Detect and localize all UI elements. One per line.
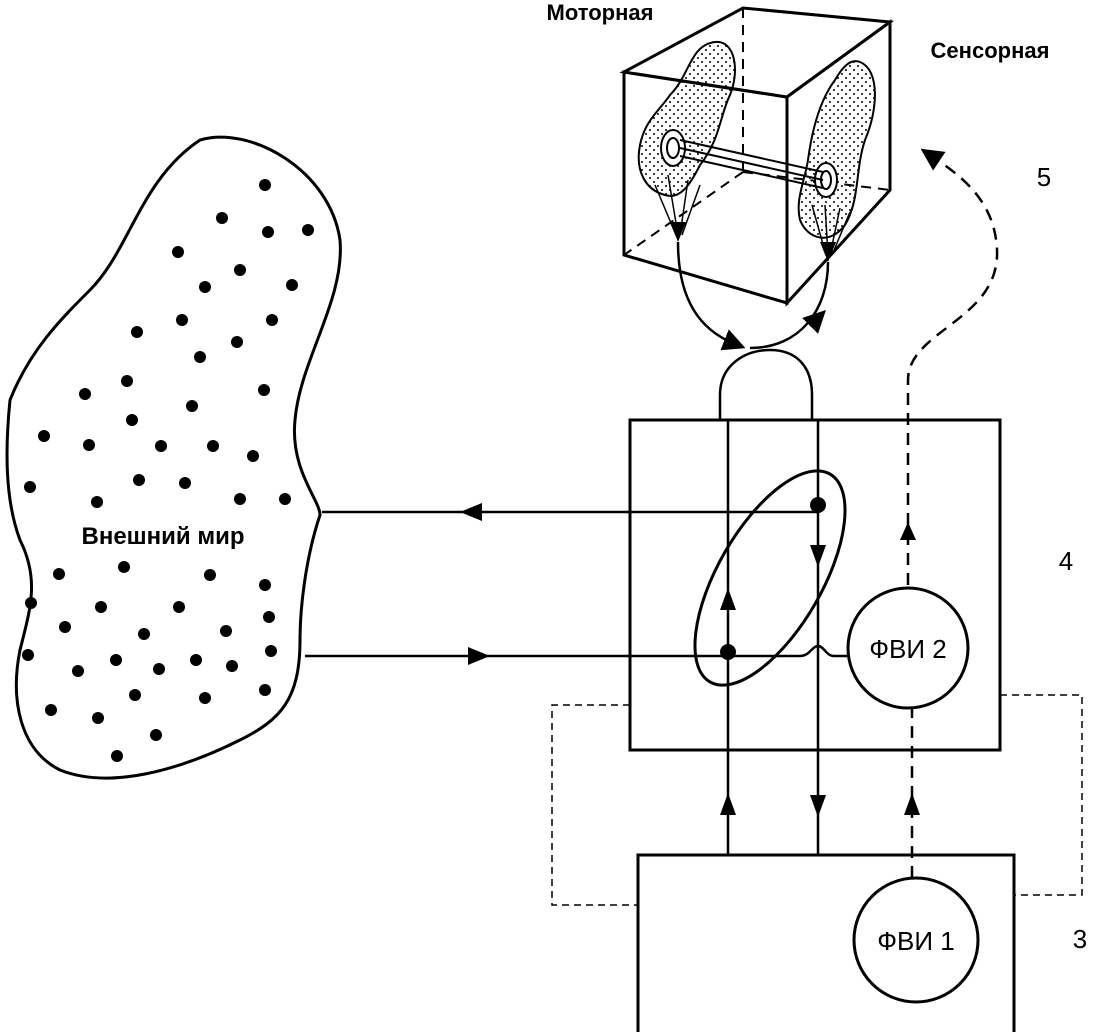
level-3-box <box>636 853 1016 1032</box>
outer-world-blob: Внешний мир <box>5 135 342 780</box>
outer-world-dot <box>226 660 238 672</box>
outer-world-dot <box>234 493 246 505</box>
fvi2-circle <box>846 586 970 710</box>
outer-world-dot <box>131 326 143 338</box>
outer-world-dot <box>199 281 211 293</box>
outer-world-dot <box>83 439 95 451</box>
outer-world-dot <box>22 649 34 661</box>
outer-world-dot <box>150 729 162 741</box>
outer-world-dot <box>155 440 167 452</box>
up-arrowhead-box4 <box>720 588 736 610</box>
input-arrowhead <box>468 647 490 665</box>
outer-world-dot <box>59 621 71 633</box>
input-from-world-line <box>305 644 850 658</box>
outer-world-dot <box>45 704 57 716</box>
outer-world-dot <box>302 224 314 236</box>
outer-world-dot <box>186 400 198 412</box>
outer-world-dot <box>259 179 271 191</box>
level-3-label: 3 <box>1073 924 1087 954</box>
interaction-ellipse <box>693 469 847 687</box>
outer-world-dot <box>176 314 188 326</box>
outer-world-dot <box>133 474 145 486</box>
outer-world-dot <box>199 692 211 704</box>
outer-world-dot <box>25 597 37 609</box>
sensory-label: Сенсорная <box>931 38 1050 63</box>
outer-world-dots <box>22 179 314 762</box>
fvi1-circle <box>852 876 980 1004</box>
fvi2-label: ФВИ 2 <box>869 634 946 664</box>
left-dashed-bracket <box>551 704 638 906</box>
outer-world-dot <box>216 212 228 224</box>
fvi1-up-arrowhead <box>904 793 920 815</box>
outer-world-dot <box>265 645 277 657</box>
outer-world-dot <box>266 314 278 326</box>
level-4-label: 4 <box>1059 546 1073 576</box>
fvi2-to-cortex-dashed <box>906 148 999 585</box>
outer-world-dot <box>190 654 202 666</box>
outer-world-dot <box>172 246 184 258</box>
outer-world-dot <box>259 684 271 696</box>
down-arrowhead-box4 <box>810 545 826 567</box>
outer-world-dot <box>111 750 123 762</box>
outer-world-dot <box>234 264 246 276</box>
cortex-loop-connections <box>676 241 830 420</box>
outer-world-dot <box>262 226 274 238</box>
outer-world-dot <box>92 712 104 724</box>
outer-world-dot <box>126 414 138 426</box>
outer-world-dot <box>72 665 84 677</box>
outer-world-dot <box>91 496 103 508</box>
outer-world-dot <box>263 611 275 623</box>
outer-world-dot <box>207 440 219 452</box>
outer-world-dot <box>118 561 130 573</box>
outer-world-dot <box>220 625 232 637</box>
outer-world-dot <box>79 388 91 400</box>
level-4-box <box>628 418 1002 752</box>
outer-world-dot <box>121 375 133 387</box>
outer-world-dot <box>24 481 36 493</box>
fvi2-up-arrowhead <box>900 522 916 540</box>
up-arrowhead-bottom <box>720 793 736 815</box>
outer-world-dot <box>179 477 191 489</box>
level-5-label: 5 <box>1037 162 1051 192</box>
outer-world-dot <box>53 568 65 580</box>
right-dashed-bracket <box>1000 694 1083 896</box>
outer-world-dot <box>153 663 165 675</box>
outer-world-dot <box>95 601 107 613</box>
cortical-connection-fibers <box>679 139 824 189</box>
outer-world-dot <box>38 430 50 442</box>
motor-label: Моторная <box>547 0 654 25</box>
motor-arrowhead <box>670 222 686 242</box>
outer-world-dot <box>204 569 216 581</box>
outer-world-dot <box>286 279 298 291</box>
output-arrowhead <box>460 503 482 521</box>
fvi1-label: ФВИ 1 <box>877 926 954 956</box>
outer-world-dot <box>129 689 141 701</box>
sensory-arrowhead <box>820 242 836 262</box>
outer-world-dot <box>173 601 185 613</box>
down-arrowhead-bottom <box>810 795 826 817</box>
outer-world-dot <box>258 384 270 396</box>
motor-cortex-region <box>637 40 736 197</box>
outer-world-dot <box>259 579 271 591</box>
node-upper <box>810 497 826 513</box>
outer-world-dot <box>279 493 291 505</box>
outer-world-dot <box>231 336 243 348</box>
outer-world-dot <box>247 450 259 462</box>
outer-world-dot <box>194 351 206 363</box>
node-lower <box>720 644 736 660</box>
outer-world-dot <box>110 654 122 666</box>
outer-world-dot <box>138 628 150 640</box>
outer-world-label: Внешний мир <box>81 523 244 550</box>
